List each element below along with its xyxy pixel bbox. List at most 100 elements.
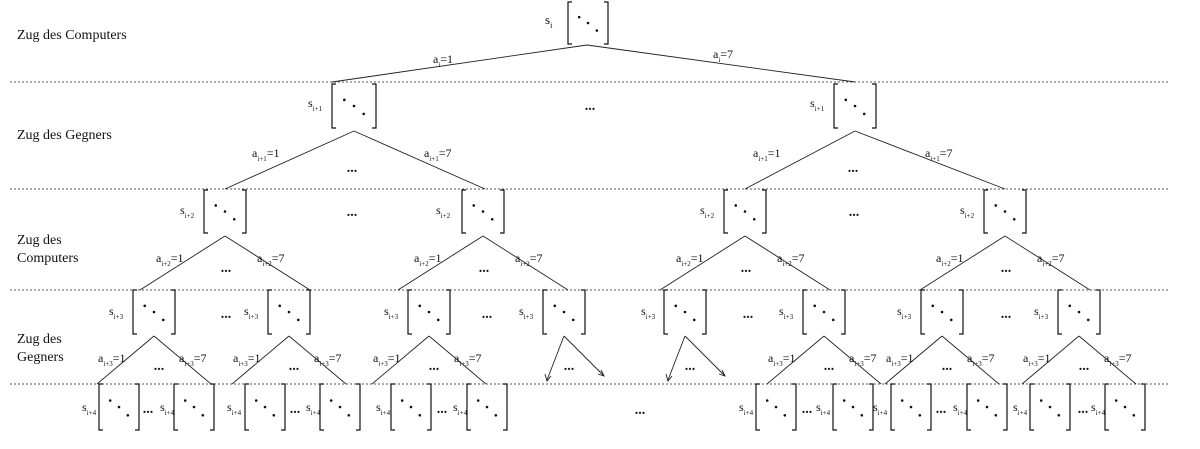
arrowhead xyxy=(544,373,552,382)
edge-a-i1-1 xyxy=(224,130,355,190)
state-label-s-i3: si+3 xyxy=(384,304,399,321)
ellipsis-level-1: ... xyxy=(585,99,596,114)
board-dot xyxy=(844,98,848,102)
board-dot xyxy=(192,405,196,409)
edge-a-i3-1 xyxy=(371,335,430,385)
state-label-s-i3: si+3 xyxy=(1034,304,1049,321)
left-bracket xyxy=(920,289,925,335)
edge-label-a-i1-7: ai+1=7 xyxy=(925,146,953,163)
board-s-i4 xyxy=(1104,383,1146,431)
ellipsis-level-3-gap: ... xyxy=(743,307,754,322)
board-dot xyxy=(586,21,590,25)
edge-label-a-i-7: ai=7 xyxy=(713,47,733,64)
ellipsis-level-4-pair: ... xyxy=(143,402,154,417)
board-s-i4 xyxy=(1029,383,1071,431)
board-dot xyxy=(949,318,953,322)
board-dot xyxy=(734,204,738,207)
right-bracket xyxy=(306,289,311,335)
right-bracket xyxy=(427,383,432,431)
board-dot xyxy=(490,217,494,221)
state-label-s-i1: si+1 xyxy=(810,96,825,113)
board-dot xyxy=(918,413,922,417)
board-dot xyxy=(263,405,267,409)
board-s-i4 xyxy=(832,383,874,431)
left-bracket xyxy=(407,289,412,335)
right-bracket xyxy=(372,83,377,129)
edge-a-i2-1 xyxy=(139,235,226,291)
state-label-s-i4: si+4 xyxy=(160,400,175,417)
board-dot xyxy=(287,310,291,314)
row-label-4: Zug des xyxy=(17,332,62,347)
state-label-s-i3: si+3 xyxy=(244,304,259,321)
board-dot xyxy=(752,217,756,221)
board-dot xyxy=(436,318,440,322)
state-label-s-i2: si+2 xyxy=(436,203,451,220)
ellipsis-level-2-gap: ... xyxy=(347,205,358,220)
board-s-i3 xyxy=(663,289,707,335)
edge-a-i3-1 xyxy=(96,335,155,385)
board-s-i3 xyxy=(407,289,451,335)
board-s-i1 xyxy=(331,83,377,129)
right-bracket xyxy=(281,383,286,431)
board-dot xyxy=(161,318,165,322)
right-bracket xyxy=(503,383,508,431)
ellipsis-level-2-gap: ... xyxy=(849,205,860,220)
board-s-i2 xyxy=(203,189,247,234)
ellipsis-level-4-pair: ... xyxy=(1078,402,1089,417)
board-dot xyxy=(851,405,855,409)
right-bracket xyxy=(869,383,874,431)
edge-a-i3-7 xyxy=(428,335,487,385)
board-s-i4 xyxy=(755,383,797,431)
left-bracket xyxy=(1104,383,1109,431)
state-label-s-i4: si+4 xyxy=(227,400,242,417)
left-bracket xyxy=(244,383,249,431)
state-label-s-i4: si+4 xyxy=(1091,400,1106,417)
right-bracket xyxy=(927,383,932,431)
board-dot xyxy=(562,310,566,314)
edge-label-a-i3-1: ai+3=1 xyxy=(886,351,914,368)
right-bracket xyxy=(356,383,361,431)
board-dot xyxy=(985,405,989,409)
edge-a-i1-1 xyxy=(744,130,856,190)
ellipsis-level-4: ... xyxy=(685,359,696,374)
board-dot xyxy=(765,399,769,402)
ellipsis-level-3-gap: ... xyxy=(1001,307,1012,322)
state-label-s-i4: si+4 xyxy=(306,400,321,417)
ellipsis-level-3: ... xyxy=(741,261,752,276)
ellipsis-level-4: ... xyxy=(154,359,165,374)
board-dot xyxy=(472,204,476,207)
left-bracket xyxy=(802,289,807,335)
edge-label-a-i2-7: ai+2=7 xyxy=(257,251,285,268)
ellipsis-level-4-pair: ... xyxy=(936,402,947,417)
right-bracket xyxy=(1096,289,1101,335)
board-s-i4 xyxy=(890,383,932,431)
ellipsis-level-3-gap: ... xyxy=(221,307,232,322)
edge-a-i3-1 xyxy=(1021,335,1080,385)
board-dot xyxy=(1077,310,1081,314)
board-s-i3 xyxy=(267,289,311,335)
edge-label-a-i3-1: ai+3=1 xyxy=(1023,351,1051,368)
ellipsis-level-4-pair: ... xyxy=(290,402,301,417)
ellipsis-level-4: ... xyxy=(564,359,575,374)
edge-label-a-i2-7: ai+2=7 xyxy=(515,251,543,268)
state-label-s-i2: si+2 xyxy=(700,203,715,220)
edge-label-a-i1-1: ai+1=1 xyxy=(753,146,781,163)
left-bracket xyxy=(890,383,895,431)
edge-label-a-i2-1: ai+2=1 xyxy=(414,251,442,268)
ellipsis-level-2: ... xyxy=(848,161,859,176)
state-label-s-i3: si+3 xyxy=(897,304,912,321)
right-bracket xyxy=(959,289,964,335)
row-label-2: Zug des Gegners xyxy=(17,128,112,143)
state-label-s-i4: si+4 xyxy=(1013,400,1028,417)
board-s-i2 xyxy=(983,189,1027,234)
right-bracket xyxy=(841,289,846,335)
board-s-i3 xyxy=(920,289,964,335)
board-dot xyxy=(1068,304,1072,308)
right-bracket xyxy=(210,383,215,431)
right-bracket xyxy=(792,383,797,431)
edge-a-i3-7 xyxy=(288,335,347,385)
right-bracket xyxy=(702,289,707,335)
edge-label-a-i1-1: ai+1=1 xyxy=(252,146,280,163)
edge-a-i3-1 xyxy=(884,335,943,385)
